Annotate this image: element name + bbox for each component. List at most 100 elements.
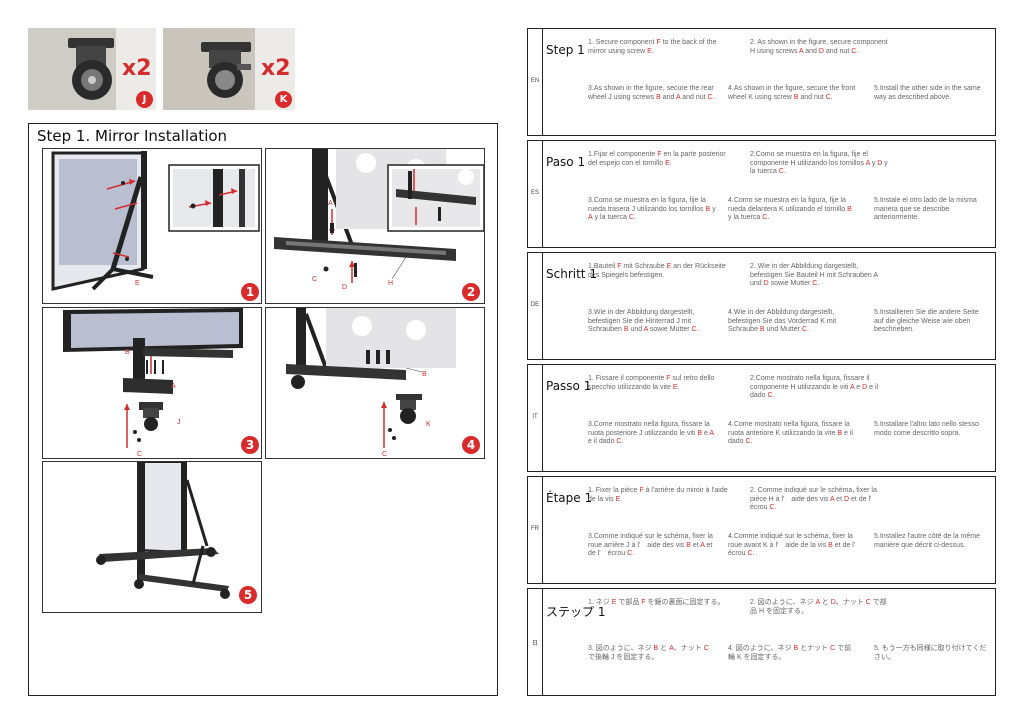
- part-letter: D: [862, 383, 868, 391]
- part-letter: B: [828, 541, 833, 549]
- instruction-step-4: 4.Como se muestra en la figura, fije la …: [728, 197, 856, 223]
- instruction-text: 4.As shown in the figure, secure the fro…: [728, 85, 856, 101]
- language-code: IT: [532, 414, 538, 420]
- label-c: C: [382, 451, 387, 458]
- instruction-step-4: 4.Comme indiqué sur le schéma, fixer la …: [728, 533, 862, 559]
- instruction-text: 1.Fijar el componente: [588, 151, 658, 158]
- instruction-text: an der Rückseite des Spiegels befestigen…: [588, 263, 726, 279]
- label-a: A: [328, 200, 333, 207]
- step-panel-1: E 1: [42, 148, 262, 304]
- part-letter: E: [615, 495, 621, 503]
- instruction-text: を鏡の裏面に固定する。: [645, 599, 725, 606]
- instruction-text: .: [651, 47, 654, 55]
- instruction-step-1: 1.Bauteil F mit Schraube E an der Rückse…: [588, 263, 728, 280]
- instruction-text: 3.Come mostrato nella figura, fissare la…: [588, 421, 710, 437]
- part-letter: F: [656, 39, 661, 46]
- instruction-step-3: 3.Come mostrato nella figura, fissare la…: [588, 421, 716, 447]
- part-letter: B: [793, 93, 799, 101]
- part-letter: B: [653, 645, 659, 652]
- step-heading: ステップ 1: [546, 605, 606, 619]
- instruction-step-3: 3.Wie in der Abbildung dargestellt, befe…: [588, 309, 716, 335]
- instruction-text: と: [658, 645, 670, 652]
- instruction-text: 2. As shown in the figure, secure compon…: [750, 39, 888, 55]
- instruction-text: 3.As shown in the figure, secure the rea…: [588, 85, 714, 101]
- label-h: H: [388, 280, 393, 287]
- part-letter: D: [763, 280, 769, 287]
- instruction-text: 1. Secure component: [588, 39, 657, 46]
- label-b: B: [422, 371, 427, 378]
- mirror-installation-section: Step 1. Mirror Installation E: [28, 123, 498, 696]
- instruction-text: mit Schraube: [621, 263, 667, 270]
- instruction-text: and: [660, 93, 676, 101]
- instruction-text: 4.Come mostrato nella figura, fissare la…: [728, 421, 850, 437]
- instruction-step-5: 5.Installare l'altro lato nello stesso m…: [874, 421, 990, 438]
- instruction-text: et: [834, 495, 844, 503]
- instruction-text: 2.Come mostrato nella figura, fissare il…: [750, 375, 870, 391]
- part-letter: B: [847, 205, 852, 213]
- instruction-text: y: [869, 159, 878, 167]
- part-letter: F: [641, 599, 646, 606]
- instruction-text: 1.Bauteil: [588, 263, 618, 270]
- instruction-text: 2. Comme indiqué sur le schéma, fixer la…: [750, 487, 877, 503]
- instruction-step-5: 5.Install the other side in the same way…: [874, 85, 990, 102]
- instruction-step-3: 3. 図のように、ネジ B と A、ナット C で後輪 J を固定する。: [588, 645, 716, 662]
- instruction-text: und: [628, 326, 644, 333]
- part-letter: A: [850, 383, 855, 391]
- caster-wheel-j-icon: [28, 28, 156, 110]
- part-letter: C: [627, 550, 633, 557]
- instruction-text: 、ナット: [835, 599, 866, 606]
- instruction-text: 2. 図のように、ネジ: [750, 599, 816, 606]
- step-panel-4: B K C 4: [265, 307, 485, 459]
- instruction-text: 5.Install the other side in the same way…: [874, 85, 981, 101]
- step-number-1: 1: [241, 283, 259, 301]
- part-letter: E: [611, 599, 617, 606]
- instruction-step-2: 2. Comme indiqué sur le schéma, fixer la…: [750, 487, 890, 513]
- instruction-text: .: [669, 159, 672, 167]
- instruction-text: .: [856, 47, 859, 55]
- instruction-text: 3.Wie in der Abbildung dargestellt, befe…: [588, 309, 695, 333]
- instruction-text: to the back of the mirror using screw: [588, 39, 717, 55]
- instruction-text: y la tuerca: [592, 214, 629, 221]
- step-number-2: 2: [462, 283, 480, 301]
- instruction-text: で部品 H を固定する。: [750, 599, 887, 615]
- part-letter: E: [665, 159, 670, 167]
- section-title: Step 1. Mirror Installation: [37, 127, 228, 145]
- language-code: FR: [531, 526, 539, 532]
- instruction-text: sul retro dello specchio utilizzando la …: [588, 375, 715, 391]
- instruction-text: .: [752, 550, 755, 557]
- step-panel-5: 5: [42, 461, 262, 613]
- step-number-5: 5: [239, 586, 257, 604]
- instruction-text: .: [620, 495, 623, 503]
- instruction-text: 1. Fixer la pièce: [588, 487, 640, 494]
- instruction-text: y: [710, 205, 716, 213]
- instruction-text: et de l' écrou: [588, 541, 713, 558]
- label-a: A: [171, 383, 176, 390]
- language-code: EN: [530, 78, 540, 84]
- instruction-step-3: 3.Comme indiqué sur le schéma, fixer la …: [588, 533, 716, 559]
- instruction-step-4: 4.Wie in der Abbildung dargestellt, befe…: [728, 309, 856, 335]
- instruction-text: y la tuerca: [750, 159, 888, 176]
- instruction-text: .: [817, 280, 820, 287]
- instruction-step-4: 4.Come mostrato nella figura, fissare la…: [728, 421, 856, 447]
- instruction-text: e: [702, 429, 710, 437]
- part-letter: C: [801, 326, 808, 333]
- instruction-text: and nut: [680, 93, 708, 101]
- instruction-text: 2. Wie in der Abbildung dargestellt, bef…: [750, 263, 878, 287]
- part-letter: C: [767, 392, 773, 399]
- step-number-4: 4: [462, 436, 480, 454]
- instruction-text: sowie Mutter: [768, 280, 813, 287]
- instruction-text: .: [633, 214, 636, 221]
- language-divider: [542, 589, 543, 695]
- part-badge-j: J: [136, 91, 153, 108]
- part-letter: C: [747, 550, 753, 557]
- instruction-text: and nut: [798, 93, 826, 101]
- instruction-text: 4.Como se muestra en la figura, fije la …: [728, 197, 848, 213]
- instruction-text: e: [854, 383, 863, 391]
- instruction-step-1: 1. Fixer la pièce F à l'arrière du miroi…: [588, 487, 728, 504]
- instruction-text: e il dado: [750, 383, 879, 400]
- instruction-text: .: [696, 326, 699, 333]
- instruction-step-5: 5.Installez l'autre côté de la même mani…: [874, 533, 990, 550]
- instruction-text: et de l' écrou: [750, 495, 879, 512]
- language-divider: [542, 29, 543, 135]
